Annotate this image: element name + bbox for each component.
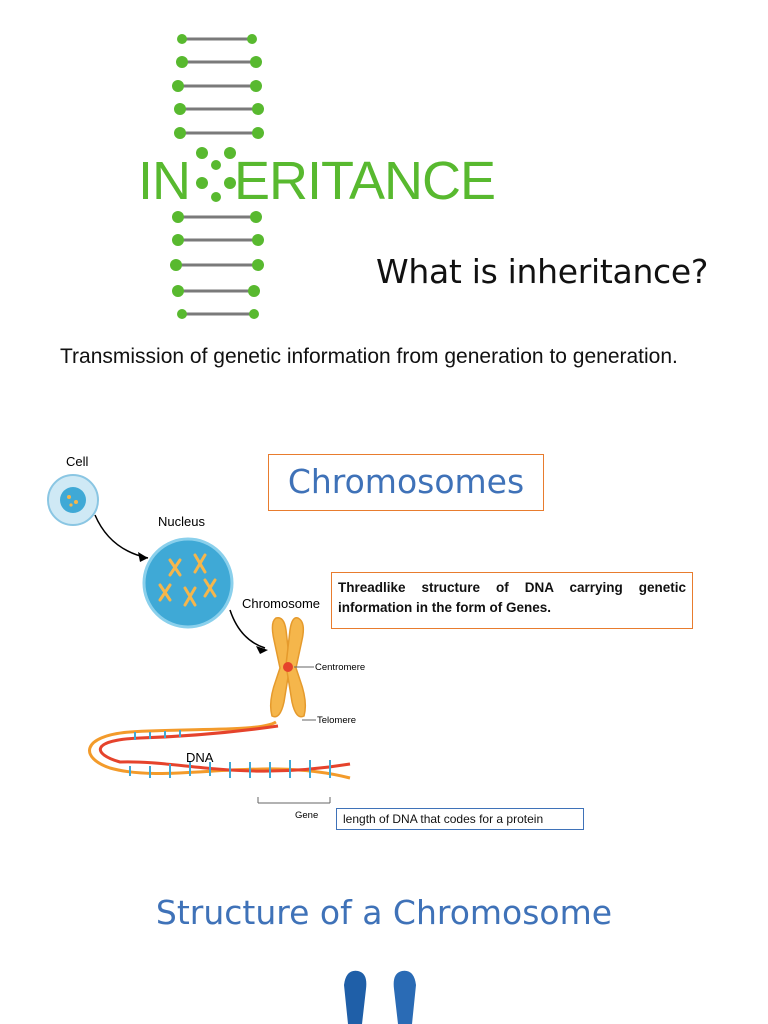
nucleus-icon	[142, 537, 234, 629]
cell-to-dna-diagram: Cell Nucleus Chromosome Centromere Telom…	[47, 454, 365, 821]
label-nucleus: Nucleus	[158, 514, 205, 529]
label-dna: DNA	[186, 750, 214, 765]
chromosome-definition-callout: Threadlike structure of DNA carrying gen…	[331, 572, 693, 629]
chromosome-icon	[269, 617, 307, 718]
chromosome-structure-icon	[344, 970, 416, 1024]
label-chromosome: Chromosome	[242, 596, 320, 611]
label-gene: Gene	[295, 810, 318, 821]
inheritance-logo: IN ERITANCE	[138, 34, 496, 319]
inheritance-definition: Transmission of genetic information from…	[60, 345, 678, 368]
gene-definition-box: length of DNA that codes for a protein	[336, 808, 584, 830]
dna-ladder-icon	[176, 37, 258, 316]
question-heading: What is inheritance?	[376, 252, 709, 291]
label-centromere: Centromere	[315, 662, 365, 673]
label-telomere: Telomere	[317, 715, 356, 726]
logo-text-right: ERITANCE	[234, 151, 495, 211]
cell-icon	[47, 474, 99, 526]
logo-text-left: IN	[138, 151, 190, 211]
label-cell: Cell	[66, 454, 89, 469]
dna-strand-icon	[88, 720, 351, 780]
structure-heading: Structure of a Chromosome	[155, 893, 613, 932]
chromosomes-title: Chromosomes	[268, 454, 544, 511]
